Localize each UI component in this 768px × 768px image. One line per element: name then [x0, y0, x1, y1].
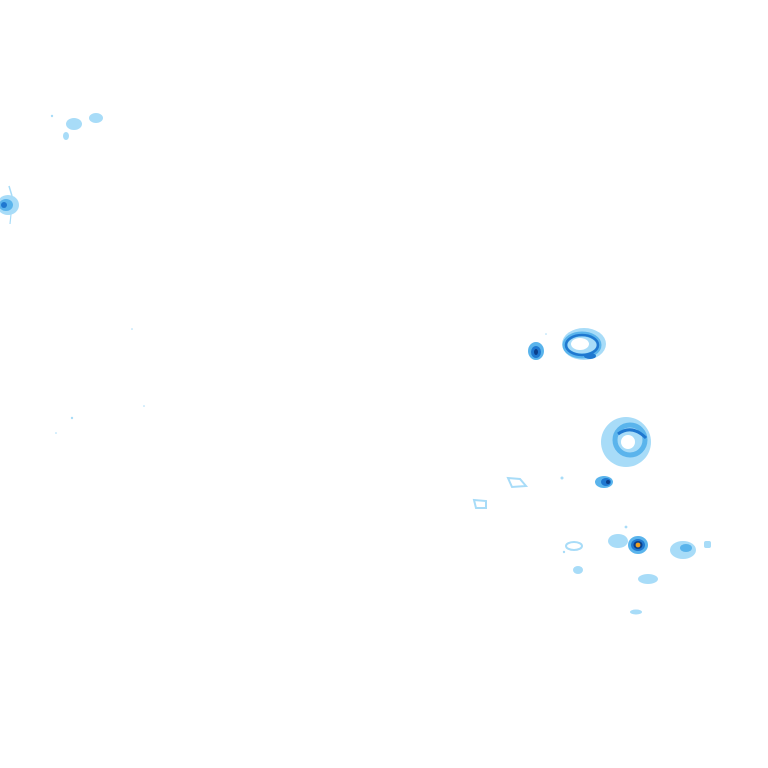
echo-cell-west-edge: [0, 185, 19, 225]
echo-cell-east-ring: [562, 328, 606, 360]
echo-cell-east-compact: [528, 342, 544, 360]
echo-speckles: [55, 328, 547, 434]
echo-cell-south-scattered: [472, 476, 658, 615]
echo-cell-southeast-ring: [601, 417, 651, 467]
echo-cell-northwest-cluster: [50, 113, 103, 140]
echo-cell-southeast-core: [595, 476, 613, 488]
echo-cell-south-core: [608, 534, 648, 554]
echo-cell-south-east-blob: [670, 541, 711, 559]
